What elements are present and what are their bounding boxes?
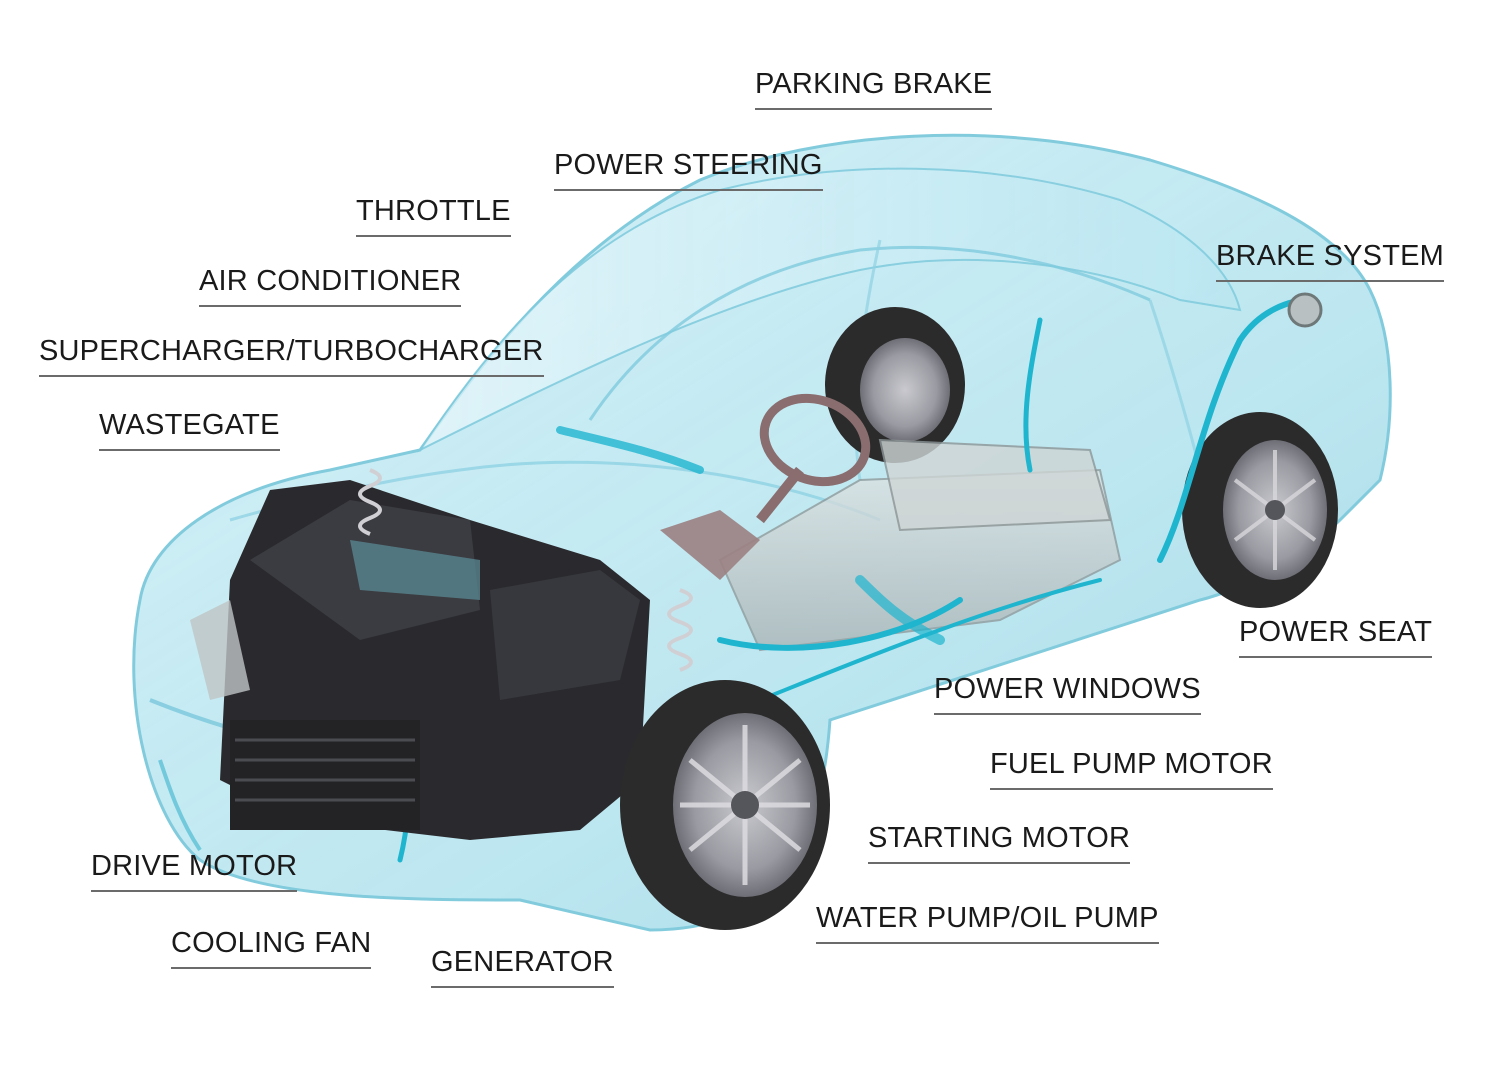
steering-wheel-icon	[660, 393, 871, 580]
label-fuel-pump-motor: FUEL PUMP MOTOR	[990, 747, 1273, 790]
label-power-windows: POWER WINDOWS	[934, 672, 1201, 715]
rear-wheel-icon	[825, 307, 965, 463]
label-cooling-fan: COOLING FAN	[171, 926, 372, 969]
front-wheel-icon	[620, 680, 830, 930]
right-wheel-icon	[1182, 412, 1338, 608]
label-parking-brake: PARKING BRAKE	[755, 67, 993, 110]
label-wastegate: WASTEGATE	[99, 408, 280, 451]
label-power-seat: POWER SEAT	[1239, 615, 1433, 658]
label-water-pump-oil-pump: WATER PUMP/OIL PUMP	[816, 901, 1159, 944]
label-power-steering: POWER STEERING	[554, 148, 823, 191]
label-starting-motor: STARTING MOTOR	[868, 821, 1131, 864]
label-generator: GENERATOR	[431, 945, 614, 988]
label-supercharger-turbocharger: SUPERCHARGER/TURBOCHARGER	[39, 334, 544, 377]
battery-pack-icon	[718, 438, 1122, 652]
engine-block-icon	[190, 468, 693, 840]
label-throttle: THROTTLE	[356, 194, 511, 237]
label-brake-system: BRAKE SYSTEM	[1216, 239, 1445, 282]
label-drive-motor: DRIVE MOTOR	[91, 849, 298, 892]
label-air-conditioner: AIR CONDITIONER	[199, 264, 462, 307]
brake-booster-icon	[1287, 292, 1323, 328]
